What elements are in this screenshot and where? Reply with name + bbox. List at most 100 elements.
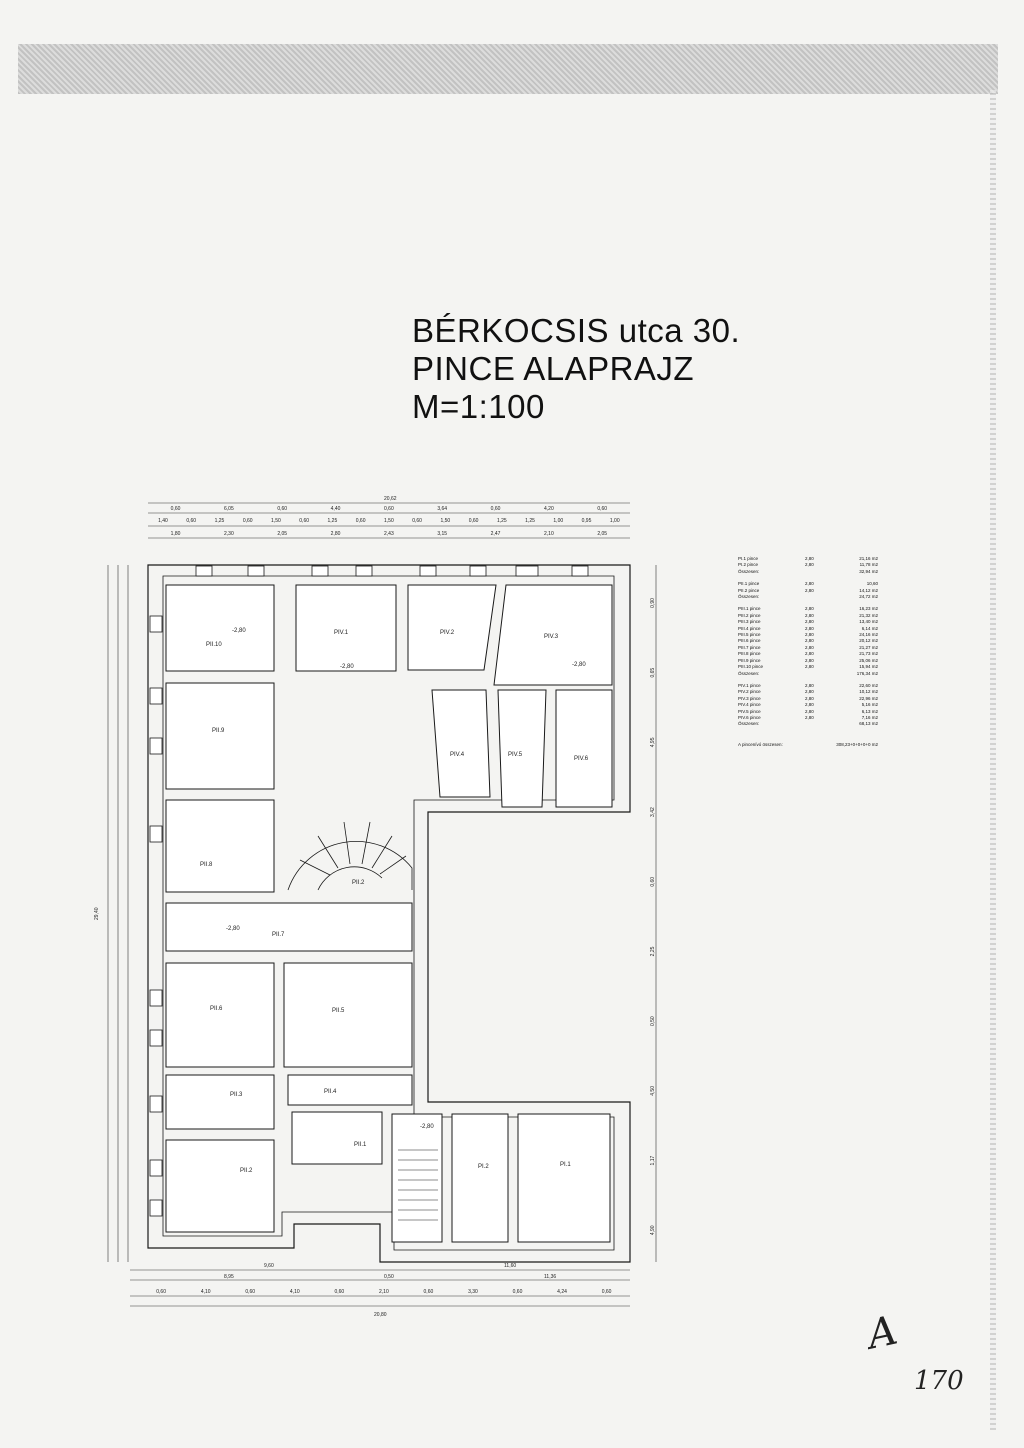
window <box>247 565 265 577</box>
legend-cell-a: PII.1 pince <box>738 581 760 587</box>
dim-bottom-row3: 2,10 <box>379 1289 389 1295</box>
legend-cell-b: 2,80 <box>805 638 814 644</box>
legend-cell-b: 2,80 <box>805 657 814 663</box>
dim-bottom-row3: 4,10 <box>201 1289 211 1295</box>
legend-cell-a: PIII.3 pince <box>738 619 761 625</box>
dim-top-row2: 1,25 <box>215 518 225 524</box>
legend-cell-b: 2,80 <box>805 587 814 593</box>
legend-cell-b <box>805 671 823 677</box>
dim-right-col: 3,42 <box>650 807 656 817</box>
legend-cell-c: 22,60 m2 <box>859 682 878 688</box>
label-pii1: PII.1 <box>354 1142 367 1148</box>
window <box>419 565 437 577</box>
legend-total: A pincenívó összesen:308,23+0+0+0+0 m2 <box>738 742 878 748</box>
legend-row: Összesen:24,72 m2 <box>738 594 878 600</box>
dim-bottom-row1: 11,60 <box>504 1263 516 1269</box>
label-pii3: PII.3 <box>230 1092 243 1098</box>
drawing-title: BÉRKOCSIS utca 30. PINCE ALAPRAJZ M=1:10… <box>412 312 740 426</box>
legend-total-label: A pincenívó összesen: <box>738 741 783 747</box>
dim-bottom-row3: 0,60 <box>245 1289 255 1295</box>
legend-cell-a: PIV.3 pince <box>738 695 761 701</box>
window <box>149 687 163 705</box>
legend-cell-c: 7,16 m2 <box>861 714 878 720</box>
legend-cell-b: 2,80 <box>805 714 814 720</box>
dim-top-row1: 3,64 <box>437 506 447 512</box>
legend-cell-c: 21,27 m2 <box>859 644 878 650</box>
dim-top-row2: 1,50 <box>384 518 394 524</box>
legend-cell-c: 21,73 m2 <box>859 651 878 657</box>
legend-cell-a: PIV.4 pince <box>738 702 761 708</box>
dim-right-col: 0,65 <box>650 668 656 678</box>
dim-bottom-row3: 4,10 <box>290 1289 300 1295</box>
legend-row: Összesen:68,13 m2 <box>738 721 878 727</box>
legend-cell-a: PIII.8 pince <box>738 651 761 657</box>
room-pii4 <box>287 1074 413 1106</box>
dim-right-col: 4,50 <box>650 1086 656 1096</box>
legend-cell-a: PIV.6 pince <box>738 714 761 720</box>
legend-cell-a: PIII.7 pince <box>738 644 761 650</box>
label-piv1: PIV.1 <box>334 630 349 636</box>
window <box>149 615 163 633</box>
label-piv6: PIV.6 <box>574 756 589 762</box>
window <box>571 565 589 577</box>
dim-top-row2: 0,60 <box>469 518 479 524</box>
legend-row: PIV.6 pince 2,80 7,16 m2 <box>738 715 878 721</box>
dim-top-row2: 0,60 <box>412 518 422 524</box>
legend-cell-a: PI.1 pince <box>738 556 759 561</box>
dim-right-col: 0,90 <box>650 598 656 608</box>
legend-cell-c: 20,12 m2 <box>859 638 878 644</box>
legend-cell-a: PIII.5 pince <box>738 632 761 638</box>
label-pi2: PI.2 <box>478 1164 489 1170</box>
legend-cell-a: PIII.9 pince <box>738 657 761 663</box>
dim-top-row3: 1,80 <box>171 531 181 537</box>
window <box>355 565 373 577</box>
dim-bottom-row3: 0,60 <box>334 1289 344 1295</box>
dim-top-row1: 0,60 <box>597 506 607 512</box>
window <box>149 1199 163 1217</box>
legend-cell-b <box>805 721 823 727</box>
legend-cell-b: 2,80 <box>805 556 814 561</box>
dim-bottom-row3: 0,60 <box>156 1289 166 1295</box>
dim-top-row2: 0,60 <box>299 518 309 524</box>
dim-top-row2: 1,50 <box>271 518 281 524</box>
legend-cell-c: 24,16 m2 <box>859 632 878 638</box>
legend-cell-b: 2,80 <box>805 612 814 618</box>
dim-top-row2: 0,60 <box>186 518 196 524</box>
legend-cell-b <box>805 569 823 575</box>
legend-cell-a: PII.2 pince <box>738 587 760 593</box>
dim-bottom-total: 20,80 <box>374 1312 387 1318</box>
dim-bottom-row3: 4,24 <box>557 1289 567 1295</box>
dim-top-row1: 4,40 <box>331 506 341 512</box>
legend-cell-b: 2,80 <box>805 708 814 714</box>
straight-stair <box>398 1149 438 1221</box>
level-mark: -2,80 <box>226 926 240 932</box>
legend-cell-c: 6,14 m2 <box>861 625 878 631</box>
dim-right-col: 4,90 <box>650 1225 656 1235</box>
legend-cell-c: 10,60 <box>866 581 878 587</box>
legend-cell-c: 22,96 m2 <box>859 695 878 701</box>
dim-top-row2: 0,60 <box>356 518 366 524</box>
room-pii5 <box>283 962 413 1068</box>
legend-row: PIII.7 pince 2,80 21,27 m2 <box>738 645 878 651</box>
level-mark: -2,80 <box>420 1124 434 1130</box>
legend-cell-b: 2,80 <box>805 644 814 650</box>
room-piv3 <box>493 584 613 686</box>
legend-cell-b: 2,80 <box>805 695 814 701</box>
room-pii2 <box>165 1139 275 1233</box>
room-pi1 <box>517 1113 611 1243</box>
legend-cell-c: 68,13 m2 <box>859 721 878 727</box>
legend-cell-a: Összesen: <box>738 670 760 676</box>
level-mark: -2,80 <box>572 662 586 668</box>
level-mark: -2,80 <box>340 664 354 670</box>
legend-cell-a: PIII.1 pince <box>738 606 761 612</box>
label-stair: PII.2 <box>352 880 365 886</box>
inner-wall <box>162 575 615 1251</box>
dim-bottom-row2: 11,36 <box>544 1274 556 1280</box>
legend-cell-c: 5,16 m2 <box>861 702 878 708</box>
dim-top-row1: 0,60 <box>171 506 181 512</box>
legend-cell-b: 2,80 <box>805 651 814 657</box>
legend-row: Összesen:176,34 m2 <box>738 671 878 677</box>
